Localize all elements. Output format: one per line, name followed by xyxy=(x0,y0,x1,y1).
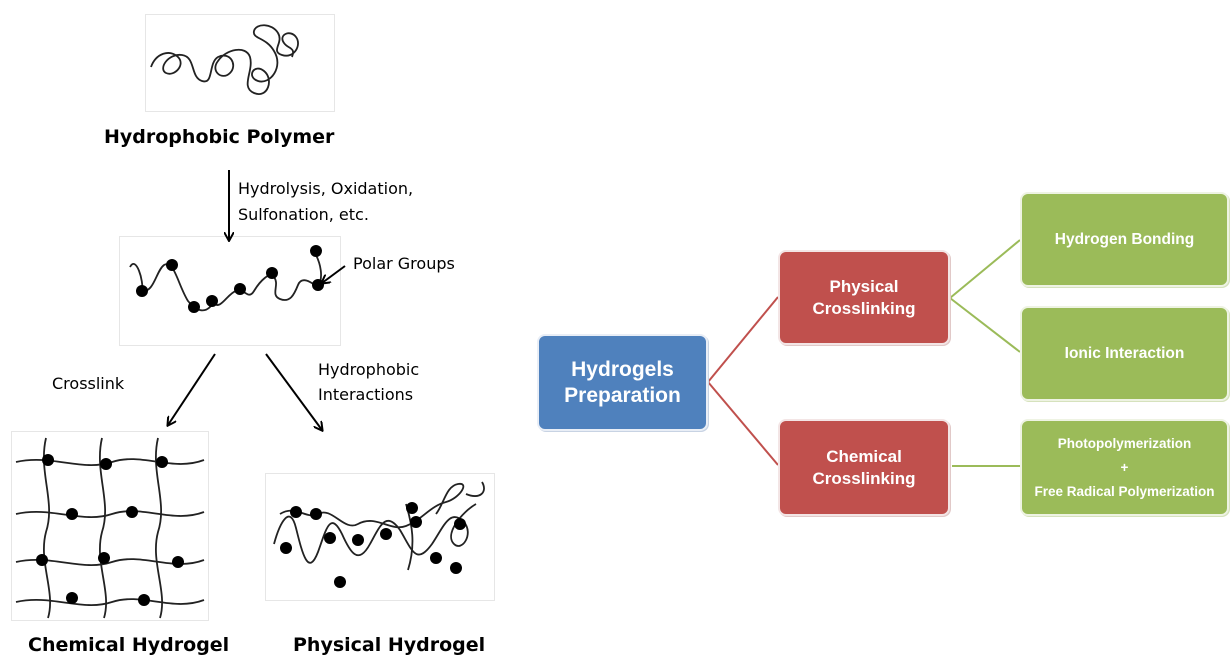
photopolymerization-label: Photopolymerization xyxy=(1057,435,1192,451)
hydrophobic-interactions-line1: Hydrophobic xyxy=(318,360,420,379)
hydrophobic-polymer-image xyxy=(145,14,335,112)
tangled-chain-icon xyxy=(150,24,299,95)
chemical-line1: Chemical xyxy=(826,446,902,466)
crosslink-arrow xyxy=(168,353,216,425)
free-radical-polymerization-label: Free Radical Polymerization xyxy=(1034,483,1215,499)
plus-sign: + xyxy=(1120,459,1129,475)
reaction-label-line2: Sulfonation, etc. xyxy=(238,205,369,224)
ionic-interaction-label: Ionic Interaction xyxy=(1064,344,1185,362)
reaction-label-line1: Hydrolysis, Oxidation, xyxy=(238,179,414,198)
physical-hydrogel-image xyxy=(265,473,495,601)
polar-groups-arrow xyxy=(322,265,346,283)
root-connectors xyxy=(707,296,779,466)
polar-groups-dots xyxy=(136,245,324,313)
polar-chain-icon xyxy=(129,245,324,313)
hydrogen-bonding-label: Hydrogen Bonding xyxy=(1054,230,1195,248)
hydrophobic-interactions-line2: Interactions xyxy=(318,385,414,404)
polar-groups-label: Polar Groups xyxy=(353,254,455,273)
chemical-hydrogel-label: Chemical Hydrogel xyxy=(28,634,230,656)
crosslink-label: Crosslink xyxy=(52,374,125,393)
hydrophobic-polymer-label: Hydrophobic Polymer xyxy=(104,126,335,148)
root-line1: Hydrogels xyxy=(571,357,674,381)
physical-line1: Physical xyxy=(829,276,899,296)
ionic-interaction-node: Ionic Interaction xyxy=(1020,306,1229,401)
hydrophobic-interactions-arrow xyxy=(265,353,322,430)
entangled-network-icon xyxy=(273,481,485,588)
hydrogen-bonding-node: Hydrogen Bonding xyxy=(1020,192,1229,287)
physical-line2: Crosslinking xyxy=(812,298,916,318)
photopolymerization-node: Photopolymerization + Free Radical Polym… xyxy=(1020,419,1229,516)
leaf-connectors xyxy=(949,239,1021,467)
physical-hydrogel-label: Physical Hydrogel xyxy=(293,634,486,656)
root-line2: Preparation xyxy=(564,383,681,407)
chemical-hydrogel-image xyxy=(11,431,209,621)
chemical-line2: Crosslinking xyxy=(812,468,916,488)
crosslinked-network-icon xyxy=(15,437,205,619)
